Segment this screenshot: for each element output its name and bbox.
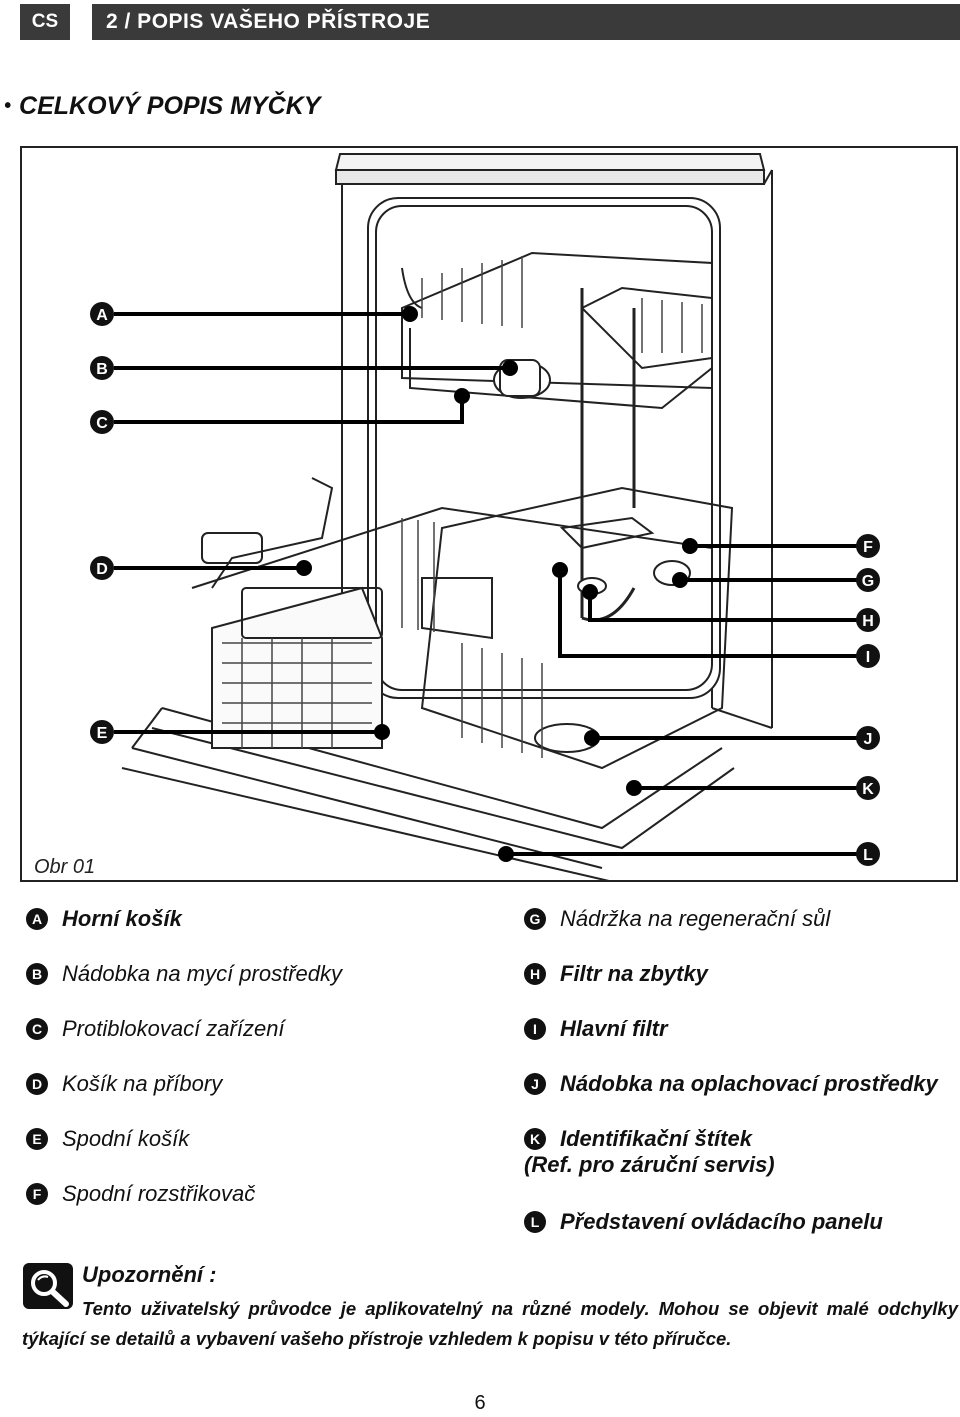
svg-text:L: L: [863, 847, 873, 864]
legend-label: Nádržka na regenerační sůl: [560, 906, 831, 931]
legend-label: Košík na příbory: [62, 1071, 223, 1096]
legend-item-l: L Představení ovládacího panelu: [524, 1209, 883, 1235]
legend-label-line1: Identifikační štítek: [560, 1126, 752, 1151]
callout-badge-d: D: [90, 556, 114, 580]
warning-text: Tento uživatelský průvodce je aplikovate…: [22, 1298, 958, 1349]
legend-label-line2: (Ref. pro záruční servis): [524, 1152, 775, 1177]
legend-badge: D: [26, 1073, 48, 1095]
section-title: • CELKOVÝ POPIS MYČKY: [4, 92, 320, 121]
legend-badge: H: [524, 963, 546, 985]
callout-badge-g: G: [856, 568, 880, 592]
legend-label: Spodní rozstřikovač: [62, 1181, 256, 1206]
callout-badge-e: E: [90, 720, 114, 744]
svg-text:C: C: [96, 415, 108, 432]
legend-item-i: I Hlavní filtr: [524, 1016, 668, 1042]
legend-label: Spodní košík: [62, 1126, 190, 1151]
svg-text:G: G: [862, 573, 874, 590]
svg-text:F: F: [863, 539, 873, 556]
svg-text:K: K: [862, 781, 874, 798]
warning-title: Upozornění :: [82, 1262, 217, 1287]
svg-text:I: I: [866, 649, 870, 666]
legend-item-a: A Horní košík: [26, 906, 182, 932]
language-tag: CS: [20, 4, 70, 40]
legend-badge: E: [26, 1128, 48, 1150]
callout-badge-h: H: [856, 608, 880, 632]
magnifier-icon: [23, 1263, 73, 1309]
svg-text:B: B: [96, 361, 108, 378]
legend-item-b: B Nádobka na mycí prostředky: [26, 961, 342, 987]
legend-badge: A: [26, 908, 48, 930]
legend-item-k: K Identifikační štítek (Ref. pro záruční…: [524, 1126, 775, 1178]
legend-badge: C: [26, 1018, 48, 1040]
legend-label: Představení ovládacího panelu: [560, 1209, 883, 1234]
legend-label: Nádobka na mycí prostředky: [62, 961, 343, 986]
legend-label: Hlavní filtr: [560, 1016, 668, 1041]
legend-badge: F: [26, 1183, 48, 1205]
section-title-text: CELKOVÝ POPIS MYČKY: [19, 92, 321, 120]
legend-label: Nádobka na oplachovací prostředky: [560, 1071, 938, 1096]
callout-badge-k: K: [856, 776, 880, 800]
svg-text:D: D: [96, 561, 108, 578]
callout-badge-c: C: [90, 410, 114, 434]
svg-text:H: H: [862, 613, 874, 630]
chapter-header: 2 / POPIS VAŠEHO PŘÍSTROJE: [92, 4, 960, 40]
legend-item-e: E Spodní košík: [26, 1126, 189, 1152]
legend-label: Protiblokovací zařízení: [62, 1016, 285, 1041]
svg-text:E: E: [97, 725, 108, 742]
callout-badge-j: J: [856, 726, 880, 750]
dishwasher-figure: A B C D E F G H I J K L Obr 01: [20, 146, 958, 882]
dishwasher-illustration: A B C D E F G H I J K L: [90, 153, 880, 880]
svg-text:J: J: [864, 731, 873, 748]
callout-badge-a: A: [90, 302, 114, 326]
legend-badge: B: [26, 963, 48, 985]
legend-label: Filtr na zbytky: [560, 961, 708, 986]
legend-item-c: C Protiblokovací zařízení: [26, 1016, 285, 1042]
legend-item-h: H Filtr na zbytky: [524, 961, 708, 987]
callout-badge-b: B: [90, 356, 114, 380]
legend-item-d: D Košík na příbory: [26, 1071, 222, 1097]
legend-badge: L: [524, 1211, 546, 1233]
bullet: •: [4, 95, 12, 117]
callout-badge-l: L: [856, 842, 880, 866]
legend-item-g: G Nádržka na regenerační sůl: [524, 906, 830, 932]
legend-badge: K: [524, 1128, 546, 1150]
legend-item-f: F Spodní rozstřikovač: [26, 1181, 255, 1207]
legend-badge: J: [524, 1073, 546, 1095]
callout-badge-f: F: [856, 534, 880, 558]
callout-badge-i: I: [856, 644, 880, 668]
svg-text:A: A: [96, 307, 108, 324]
legend-item-j: J Nádobka na oplachovací prostředky: [524, 1071, 938, 1097]
legend-label: Identifikační štítek (Ref. pro záruční s…: [524, 1126, 775, 1178]
legend-badge: G: [524, 908, 546, 930]
legend-label: Horní košík: [62, 906, 182, 931]
page-number: 6: [474, 1392, 486, 1414]
legend-badge: I: [524, 1018, 546, 1040]
figure-caption: Obr 01: [34, 856, 96, 878]
